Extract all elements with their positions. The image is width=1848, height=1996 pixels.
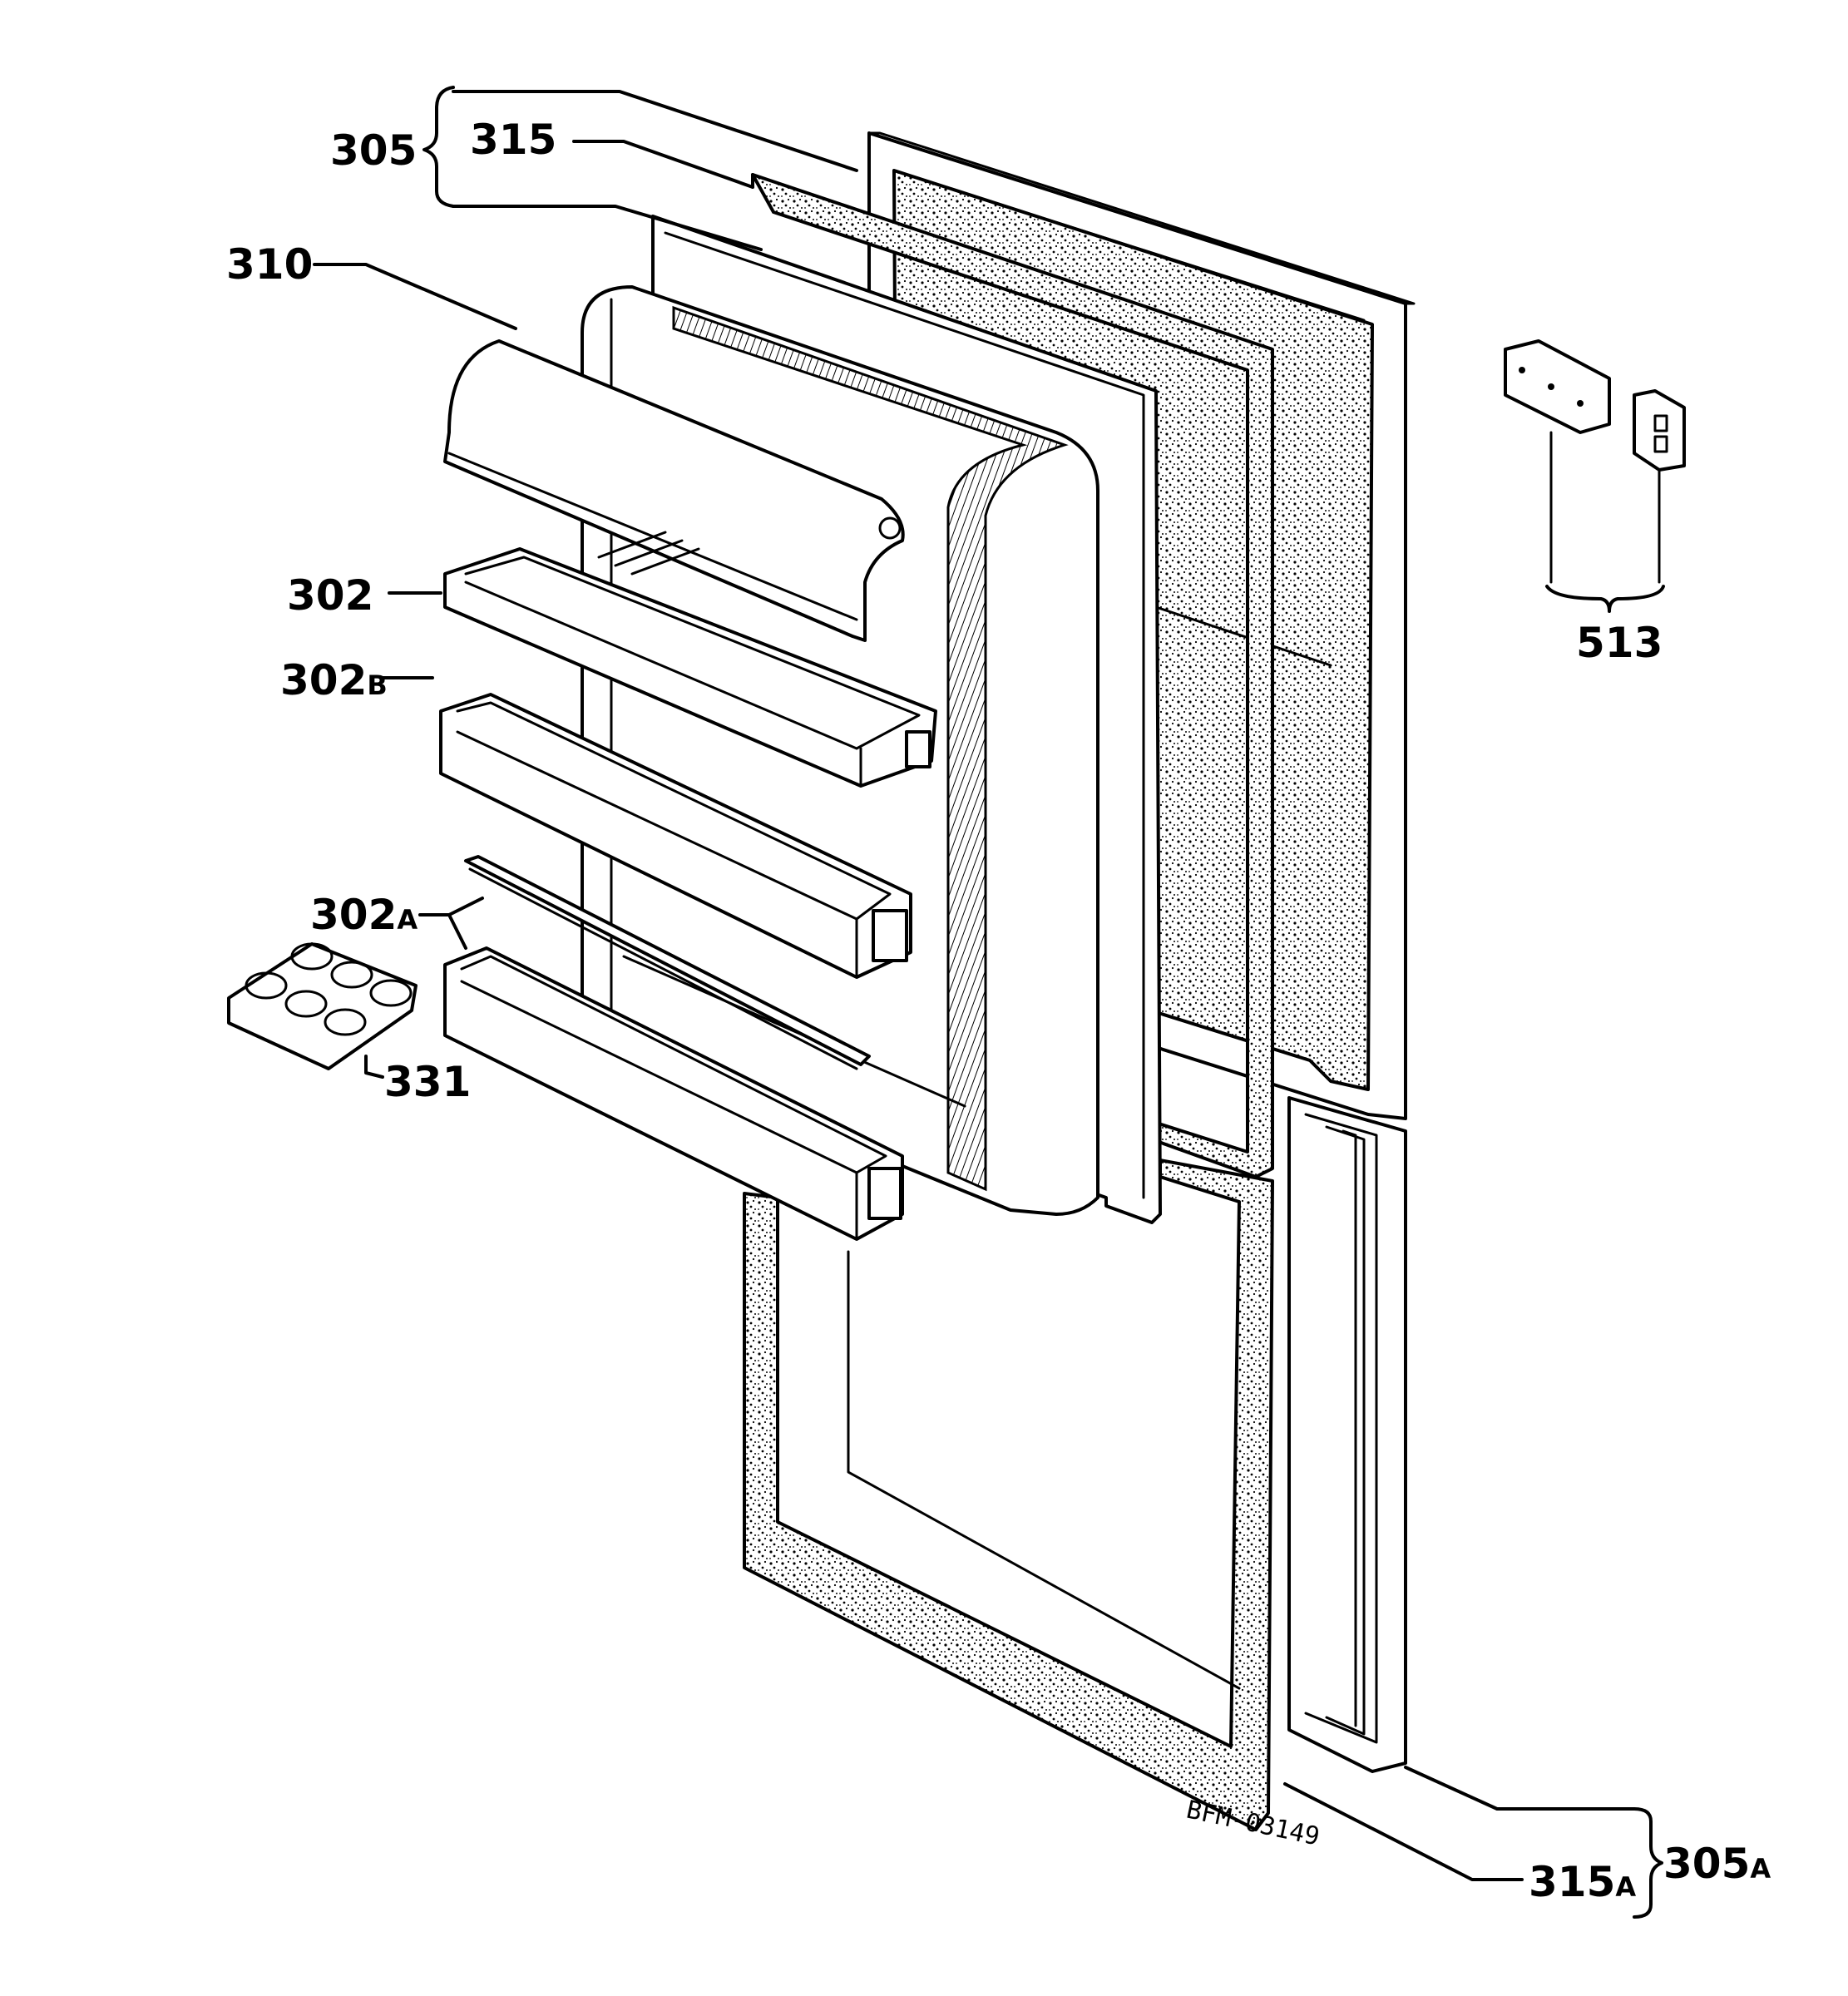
hinge-parts [1504,339,1686,613]
label-305a-number: 305 [1663,1840,1750,1888]
outer-door-panel-lower [1287,1096,1407,1773]
door-shelf-302b [439,693,912,979]
label-513: 513 [1576,619,1663,667]
door-shelf-302 [443,531,937,788]
label-302: 302 [287,571,373,620]
label-315a: 315A [1529,1858,1636,1906]
label-305a: 305A [1663,1840,1771,1888]
label-302a-suffix: A [397,904,418,936]
label-315a-suffix: A [1615,1871,1636,1903]
door-gasket-lower [743,1159,1274,1831]
leader-lines [313,86,1663,1919]
egg-tray [227,942,418,1070]
label-302b-number: 302 [280,656,367,704]
label-305a-suffix: A [1750,1853,1771,1885]
label-310: 310 [226,240,313,289]
label-315: 315 [470,116,556,164]
label-302a: 302A [310,891,418,939]
label-305: 305 [330,126,417,175]
door-shelf-302a [443,855,904,1241]
label-315a-number: 315 [1529,1858,1615,1906]
label-302a-number: 302 [310,891,397,939]
label-302b-suffix: B [367,669,387,701]
label-331: 331 [384,1058,471,1106]
label-302b: 302B [280,656,388,704]
